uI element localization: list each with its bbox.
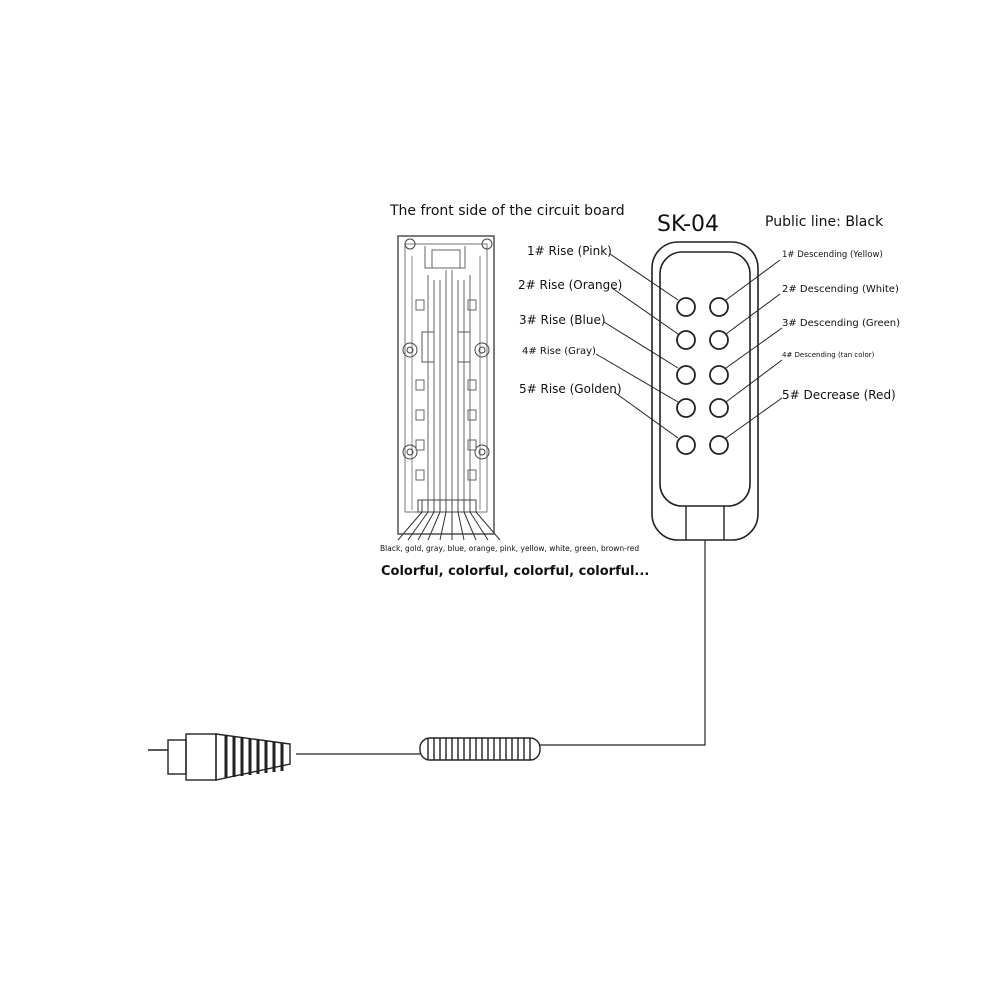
circuit-board-drawing [397, 235, 501, 541]
public-line-label: Public line: Black [765, 214, 884, 230]
rise-label-3: 3# Rise (Blue) [519, 313, 606, 327]
descend-label-5: 5# Decrease (Red) [782, 388, 896, 402]
remote-model-label: SK-04 [657, 212, 720, 237]
board-title: The front side of the circuit board [390, 203, 625, 219]
remote-buttons [676, 297, 729, 455]
coiled-cable [419, 737, 541, 761]
colorful-caption: Colorful, colorful, colorful, colorful..… [381, 564, 650, 579]
remote-drawing [296, 241, 783, 755]
plug-connector [148, 733, 291, 781]
rise-label-2: 2# Rise (Orange) [518, 278, 623, 292]
descend-label-2: 2# Descending (White) [782, 284, 899, 295]
wire-colors-caption: Black, gold, gray, blue, orange, pink, y… [380, 544, 640, 553]
descend-label-1: 1# Descending (Yellow) [782, 250, 883, 260]
rise-label-1: 1# Rise (Pink) [527, 244, 612, 258]
rise-label-5: 5# Rise (Golden) [519, 382, 622, 396]
descend-label-3: 3# Descending (Green) [782, 318, 901, 329]
descend-label-4: 4# Descending (tan color) [782, 351, 875, 359]
rise-label-4: 4# Rise (Gray) [522, 346, 596, 357]
